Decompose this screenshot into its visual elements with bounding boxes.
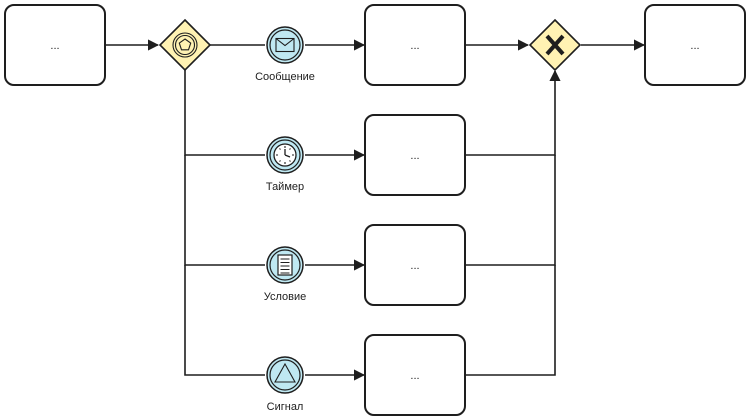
flow-gateway-to-timer[interactable] — [184, 70, 265, 156]
timer-catch-event[interactable] — [266, 136, 304, 174]
flow-timer-task-to-merge[interactable] — [465, 69, 561, 156]
task-after-condition-label: ... — [410, 260, 419, 272]
flow-signal-task-to-merge[interactable] — [465, 265, 556, 376]
triangle-icon — [274, 362, 296, 383]
task-after-timer-label: ... — [410, 150, 419, 162]
sequence-flows — [105, 39, 646, 381]
task-after-message-label: ... — [410, 40, 419, 52]
document-icon — [277, 254, 293, 276]
task-end-label: ... — [690, 40, 699, 52]
exclusive-merge-gateway[interactable] — [528, 18, 582, 72]
flow-gateway-to-condition[interactable] — [184, 155, 265, 266]
clock-icon — [273, 143, 297, 167]
message-catch-event[interactable] — [266, 26, 304, 64]
envelope-icon — [275, 37, 295, 53]
flow-condition-task-to-merge[interactable] — [465, 155, 556, 266]
flow-gateway-to-signal[interactable] — [184, 265, 265, 376]
event-based-gateway[interactable] — [158, 18, 212, 72]
pentagon-icon — [172, 32, 198, 58]
task-after-signal-label: ... — [410, 370, 419, 382]
task-after-signal[interactable]: ... — [364, 334, 466, 416]
task-start[interactable]: ... — [4, 4, 106, 86]
task-start-label: ... — [50, 40, 59, 52]
signal-event-label: Сигнал — [267, 401, 304, 413]
task-end[interactable]: ... — [644, 4, 746, 86]
message-event-label: Сообщение — [255, 71, 315, 83]
signal-catch-event[interactable] — [266, 356, 304, 394]
timer-event-label: Таймер — [266, 181, 304, 193]
task-after-message[interactable]: ... — [364, 4, 466, 86]
condition-event-label: Условие — [264, 291, 307, 303]
conditional-catch-event[interactable] — [266, 246, 304, 284]
task-after-timer[interactable]: ... — [364, 114, 466, 196]
x-mark-icon — [545, 34, 565, 56]
task-after-condition[interactable]: ... — [364, 224, 466, 306]
